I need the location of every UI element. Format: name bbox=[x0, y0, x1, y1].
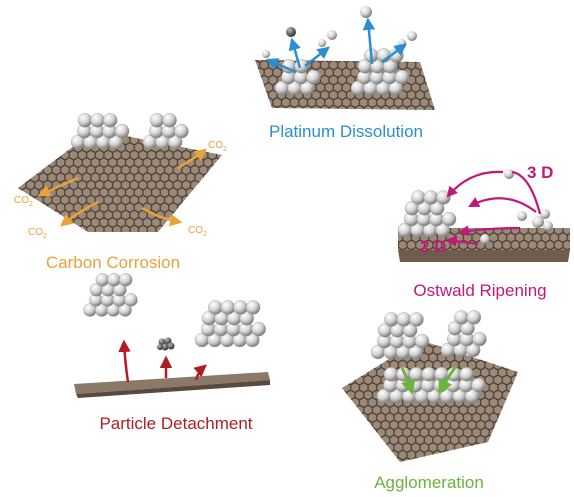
pt-atom bbox=[119, 273, 133, 287]
pt-atom bbox=[107, 273, 121, 287]
pt-atom bbox=[245, 300, 261, 315]
pt-atom bbox=[251, 321, 266, 337]
pt-atom bbox=[113, 283, 127, 297]
pt-atom bbox=[108, 134, 124, 150]
panel-carbon-corrosion: CO2 CO2 CO2 CO2 Carbon Corrosion bbox=[14, 113, 227, 272]
pt-atom bbox=[403, 323, 418, 338]
pt-atom bbox=[435, 222, 450, 238]
pt-atom bbox=[77, 113, 93, 128]
pt-atom bbox=[114, 123, 130, 139]
pt-atom bbox=[472, 331, 487, 347]
pt-nanoparticle bbox=[194, 300, 266, 348]
panel-particle-detachment: Particle Detachment bbox=[74, 273, 270, 433]
pt-atom bbox=[300, 80, 315, 96]
pt-atom bbox=[102, 113, 118, 128]
pt-atom bbox=[174, 123, 189, 139]
co2-evolution-arrow bbox=[37, 148, 207, 227]
pt-atom bbox=[409, 312, 424, 327]
pt-nanoparticle bbox=[370, 312, 430, 360]
co2-label: CO2 bbox=[208, 140, 227, 153]
pt-atom bbox=[220, 300, 236, 315]
pt-atom bbox=[167, 134, 183, 150]
pt-atom bbox=[408, 344, 423, 360]
caption-ostwald-ripening: Ostwald Ripening bbox=[413, 281, 546, 300]
pt-nanoparticle bbox=[350, 48, 410, 96]
panel-platinum-dissolution: Platinum Dissolution bbox=[255, 6, 435, 141]
pt-atom bbox=[396, 312, 412, 327]
pt-atom bbox=[466, 310, 482, 325]
pt-atom bbox=[239, 311, 255, 326]
pt-atom bbox=[208, 300, 223, 315]
pt-atom bbox=[411, 190, 426, 205]
pt-atom bbox=[409, 367, 424, 382]
pt-nanoparticle bbox=[70, 113, 130, 150]
co2-label: CO2 bbox=[188, 225, 207, 238]
detached-pt-nanoparticle bbox=[83, 273, 138, 317]
pt-atom bbox=[465, 388, 480, 404]
pt-atom bbox=[466, 342, 481, 358]
agglomeration-arrow bbox=[400, 365, 458, 395]
detachment-arrow bbox=[118, 339, 207, 383]
pt-atom bbox=[394, 69, 410, 85]
pt-atom bbox=[459, 367, 474, 382]
pt-atom bbox=[421, 367, 436, 382]
small-pt-cluster bbox=[157, 337, 175, 351]
panel-ostwald-ripening: 3 D 2 D Ostwald Ripening bbox=[397, 163, 570, 300]
pt-atom bbox=[430, 201, 445, 216]
label-3d: 3 D bbox=[527, 163, 553, 182]
pt-atom bbox=[306, 69, 321, 85]
pt-atom bbox=[95, 273, 110, 287]
caption-particle-detachment: Particle Detachment bbox=[99, 414, 252, 433]
ripening-arrow bbox=[445, 170, 542, 247]
pt-atom bbox=[90, 113, 105, 128]
pt-atom bbox=[388, 80, 403, 96]
pt-nanoparticle-large bbox=[397, 190, 457, 238]
dissolving-atom bbox=[262, 6, 417, 58]
pt-atom bbox=[384, 312, 399, 327]
caption-agglomeration: Agglomeration bbox=[374, 473, 484, 492]
pt-atom bbox=[436, 190, 451, 205]
caption-platinum-dissolution: Platinum Dissolution bbox=[269, 122, 423, 141]
pt-atom bbox=[441, 211, 457, 227]
pt-atom bbox=[245, 332, 260, 348]
pt-atom bbox=[118, 303, 132, 317]
co2-label: CO2 bbox=[14, 195, 33, 208]
panel-agglomeration: Agglomeration bbox=[342, 310, 518, 492]
pt-atom bbox=[233, 300, 248, 315]
caption-carbon-corrosion: Carbon Corrosion bbox=[46, 253, 180, 272]
pt-atom bbox=[414, 333, 430, 349]
pt-atom bbox=[460, 321, 475, 336]
pt-atom bbox=[471, 377, 486, 393]
graphene-sheet bbox=[74, 372, 270, 394]
pt-atom bbox=[383, 367, 399, 382]
pt-atom bbox=[480, 169, 553, 244]
pt-atom bbox=[149, 113, 165, 128]
label-2d: 2 D bbox=[420, 237, 446, 256]
pt-atom bbox=[383, 59, 398, 74]
pt-nanoparticle bbox=[440, 310, 487, 358]
pt-atom bbox=[454, 310, 469, 325]
merged-pt-nanoparticle bbox=[376, 367, 486, 404]
pt-atom bbox=[162, 113, 177, 128]
pt-nanoparticle bbox=[142, 113, 189, 150]
co2-label: CO2 bbox=[28, 227, 47, 240]
dissolution-arrow bbox=[265, 17, 408, 74]
pt-atom bbox=[423, 190, 439, 205]
pt-atom bbox=[124, 293, 138, 307]
